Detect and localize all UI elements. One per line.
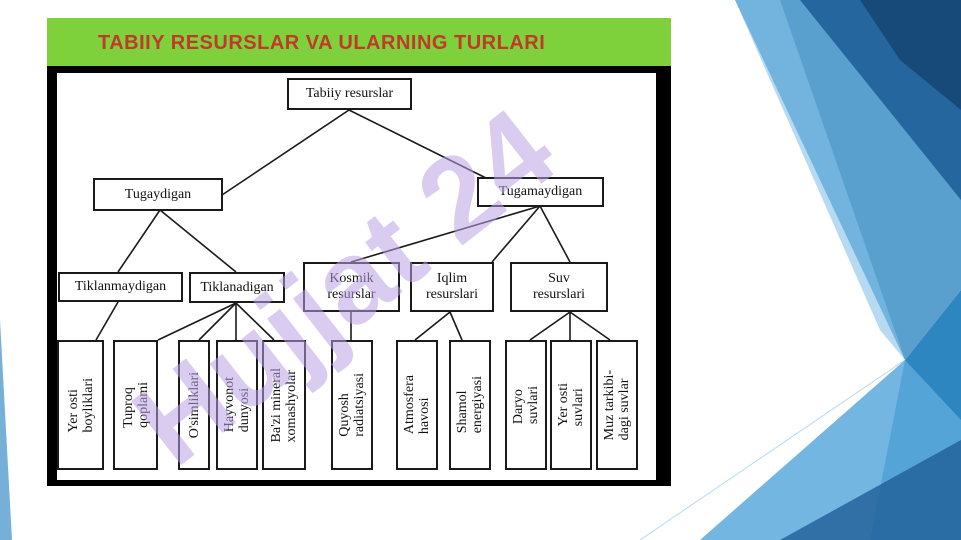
leaf-label: Quyosh radiatsiyasi [337,373,367,437]
connector-line [117,209,161,273]
node-suv: Suv resurslari [510,262,608,312]
title-bar [47,18,671,66]
node-tugamaydigan: Tugamaydigan [477,177,604,207]
node-root: Tabiiy resurslar [287,78,412,110]
connector-line [159,209,237,273]
connector-line [348,109,491,181]
leaf-atmosfera-havosi: Atmosfera havosi [396,340,438,470]
connector-line [449,311,463,341]
leaf-hayvonot-dunyosi: Hayvonot dunyosi [216,340,258,470]
leaf-label: O'simliklari [186,371,202,439]
leaf-label: Hayvonot dunyosi [222,377,252,433]
leaf-label: Muz tarkibi- dagi suvlar [602,369,632,441]
leaf-label: Yer osti boyliklari [65,377,96,433]
node-kosmik: Kosmik resurslar [303,262,400,312]
connector-line [569,311,611,341]
leaf-bazi-mineral: Ba'zi mineral xomashyolar [262,340,306,470]
leaf-label: Atmosfera havosi [402,375,432,435]
leaf-shamol-energiyasi: Shamol energiyasi [449,340,491,470]
leaf-label: Shamol energiyasi [455,376,485,434]
connector-line [221,109,350,196]
leaf-label: Daryo suvlari [511,385,541,425]
leaf-tuproq-qoplami: Tuproq qoplami [113,340,158,470]
leaf-yer-osti-suvlari: Yer osti suvlari [550,340,592,470]
leaf-osimliklari: O'simliklari [178,340,210,470]
slide-title: TABIIY RESURSLAR VA ULARNING TURLARI [98,32,546,54]
leaf-label: Yer osti suvlari [556,383,586,427]
connector-line [235,302,275,341]
leaf-muz-tarkibidagi-suvlar: Muz tarkibi- dagi suvlar [596,340,638,470]
connector-line [157,302,237,341]
leaf-quyosh-radiatsiyasi: Quyosh radiatsiyasi [331,340,373,470]
connector-line [529,311,571,341]
node-tugaydigan: Tugaydigan [93,178,223,211]
leaf-label: Ba'zi mineral xomashyolar [269,367,299,443]
connector-line [350,205,541,263]
connector-line [198,302,237,341]
node-tiklanadigan: Tiklanadigan [189,272,285,303]
leaf-yer-osti-boyliklari: Yer osti boyliklari [57,340,104,470]
connector-line [539,205,571,263]
connector-line [95,301,119,341]
connector-line [491,205,541,263]
node-tiklanmaydigan: Tiklanmaydigan [58,272,183,302]
leaf-daryo-suvlari: Daryo suvlari [505,340,547,470]
leaf-label: Tuproq qoplami [120,382,151,428]
connector-line [414,311,451,341]
node-iqlim: Iqlim resurslari [410,262,494,312]
